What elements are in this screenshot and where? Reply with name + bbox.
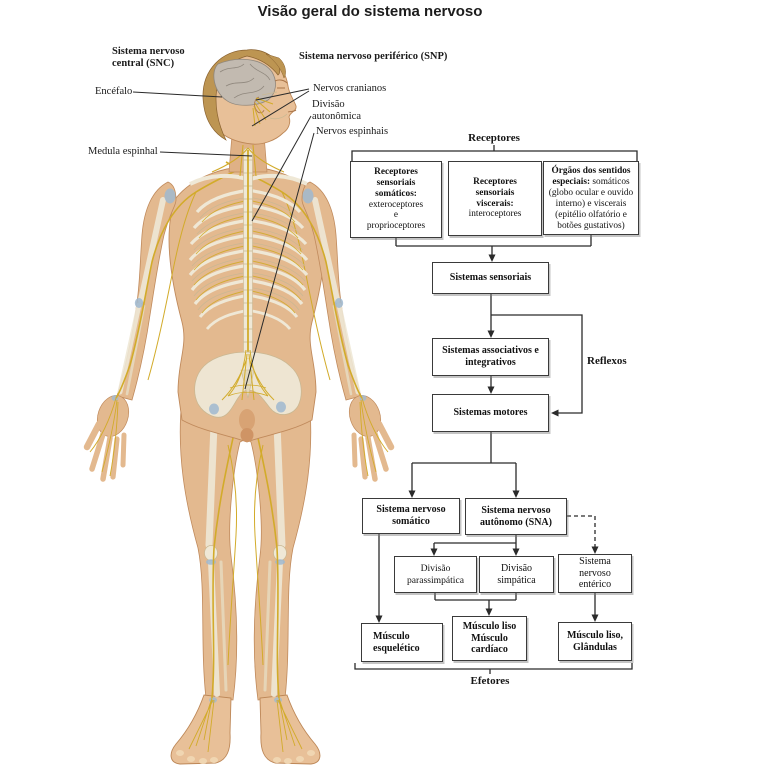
- flowchart-arrowheads: [375, 254, 599, 623]
- box-sistemas-motores-label: Sistemas motores: [453, 407, 528, 419]
- box-sn-somatico-label: Sistema nervoso somático: [376, 504, 446, 527]
- label-reflexos: Reflexos: [587, 355, 627, 367]
- box-receptores-viscerais-bold: Receptores sensoriais viscerais:: [473, 176, 517, 209]
- box-sn-somatico: Sistema nervoso somático: [362, 498, 460, 534]
- label-nervos-cranianos: Nervos cranianos: [313, 83, 387, 94]
- box-divisao-simpatica-label: Divisão simpática: [497, 562, 536, 586]
- page-title: Visão geral do sistema nervoso: [257, 3, 483, 20]
- box-sn-enterico-label: Sistema nervoso entérico: [578, 556, 612, 591]
- box-divisao-parassimpatica-label: Divisão parassimpática: [406, 563, 464, 586]
- box-receptores-viscerais: Receptores sensoriais viscerais: interoc…: [448, 161, 542, 236]
- label-receptores: Receptores: [468, 132, 520, 144]
- box-orgaos-sentidos-bold: Órgãos dos sentidos especiais:: [551, 166, 631, 187]
- flowchart-connectors: [351, 145, 638, 674]
- box-musculo-esqueletico-label: Músculo esquelético: [373, 630, 420, 654]
- box-musculo-liso-cardiaco: Músculo liso Músculo cardíaco: [452, 616, 527, 661]
- label-snp: Sistema nervoso periférico (SNP): [299, 51, 448, 62]
- label-divisao-autonomica: Divisão autonômica: [312, 99, 361, 122]
- box-sistemas-associativos-label: Sistemas associativos e integrativos: [442, 345, 539, 368]
- leader-lines: [132, 88, 315, 390]
- box-divisao-simpatica: Divisão simpática: [479, 556, 554, 593]
- box-musculo-liso-glandulas: Músculo liso, Glândulas: [558, 622, 632, 661]
- box-musculo-liso-glandulas-label: Músculo liso, Glândulas: [566, 629, 624, 653]
- box-musculo-esqueletico: Músculo esquelético: [361, 623, 443, 662]
- label-medula-espinhal: Medula espinhal: [88, 146, 158, 157]
- box-orgaos-sentidos-normal: somáticos (globo ocular e ouvido interno…: [548, 176, 634, 231]
- box-receptores-viscerais-normal: interoceptores: [468, 209, 522, 220]
- box-sn-autonomo-label: Sistema nervoso autônomo (SNA): [480, 504, 552, 528]
- label-snc: Sistema nervoso central (SNC): [112, 46, 185, 69]
- box-sn-enterico: Sistema nervoso entérico: [558, 554, 632, 593]
- box-sistemas-associativos: Sistemas associativos e integrativos: [432, 338, 549, 376]
- box-sn-autonomo: Sistema nervoso autônomo (SNA): [465, 498, 567, 535]
- box-sistemas-sensoriais: Sistemas sensoriais: [432, 262, 549, 294]
- box-receptores-somaticos: Receptores sensoriais somáticos: exteroc…: [350, 161, 442, 238]
- box-receptores-somaticos-normal: exteroceptores e proprioceptores: [366, 199, 426, 232]
- label-efetores: Efetores: [470, 675, 510, 687]
- label-nervos-espinhais: Nervos espinhais: [316, 126, 389, 137]
- box-receptores-somaticos-bold: Receptores sensoriais somáticos:: [374, 166, 418, 199]
- label-encefalo: Encéfalo: [95, 86, 133, 97]
- box-sistemas-sensoriais-label: Sistemas sensoriais: [449, 272, 532, 284]
- box-sistemas-motores: Sistemas motores: [432, 394, 549, 432]
- box-orgaos-sentidos: Órgãos dos sentidos especiais: somáticos…: [543, 161, 639, 235]
- box-divisao-parassimpatica: Divisão parassimpática: [394, 556, 477, 593]
- box-musculo-liso-cardiaco-label: Músculo liso Músculo cardíaco: [462, 621, 517, 656]
